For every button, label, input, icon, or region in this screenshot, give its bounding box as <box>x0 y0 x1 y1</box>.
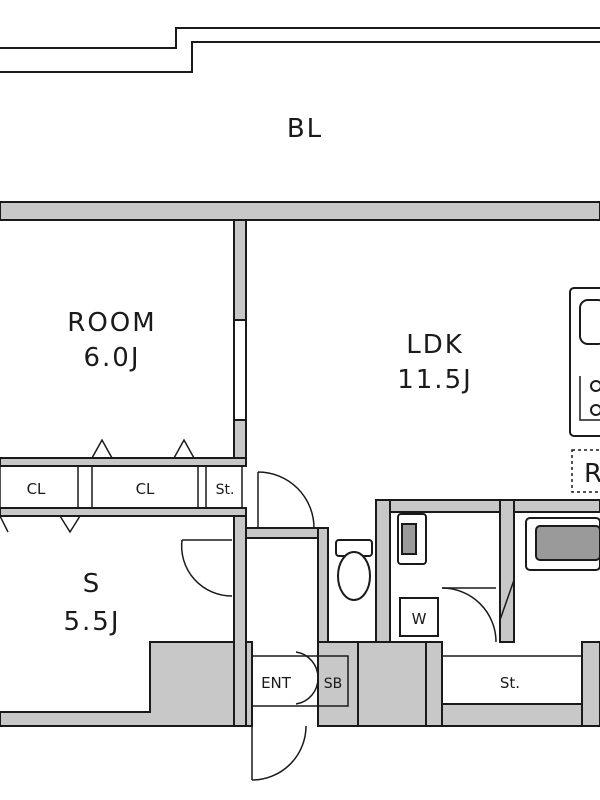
balcony-label: BL <box>287 114 323 144</box>
entrance-boxes <box>251 655 349 707</box>
shoe-box-label: SB <box>324 676 343 692</box>
closet-left-label: CL <box>27 480 46 498</box>
balcony-outline <box>0 27 600 73</box>
exterior-walls <box>0 201 600 727</box>
closet-boxes <box>0 438 243 534</box>
fridge-label: R <box>584 459 600 489</box>
vanity-fixture <box>397 513 427 565</box>
fridge-space <box>571 449 600 493</box>
washer-box <box>399 597 439 637</box>
ldk-name-label: LDK <box>406 330 464 360</box>
washer-label: W <box>412 610 427 628</box>
storage-top-label: St. <box>216 482 235 498</box>
entrance-label: ENT <box>261 674 292 692</box>
storage-bottom-box <box>441 655 583 705</box>
closet-mid-label: CL <box>136 480 155 498</box>
toilet-fixture <box>335 539 373 601</box>
service-room-size-label: 5.5J <box>63 607 120 637</box>
kitchen-fixture <box>569 287 600 437</box>
bathtub-fixture <box>525 517 600 571</box>
ldk-size-label: 11.5J <box>397 365 473 395</box>
room-size-label: 6.0J <box>83 343 140 373</box>
doors <box>180 471 515 781</box>
storage-bottom-label: St. <box>500 674 520 692</box>
room-name-label: ROOM <box>67 308 156 338</box>
service-room-name-label: S <box>83 569 102 599</box>
